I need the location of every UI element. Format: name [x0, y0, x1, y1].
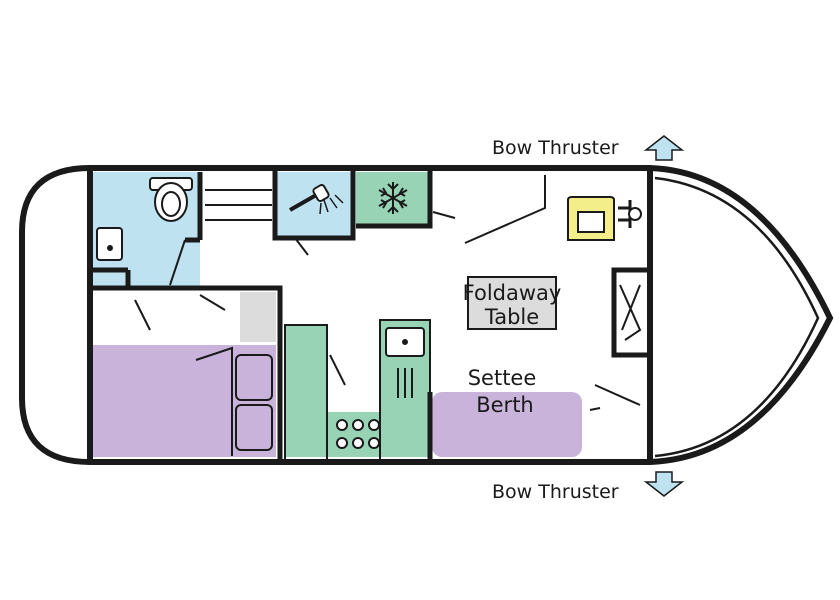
bow-locker-wall: [611, 267, 650, 358]
saloon-door-top: [464, 175, 546, 244]
freezer-walls: [356, 168, 433, 229]
colored-zones: [92, 172, 582, 457]
bow-door: [594, 384, 641, 406]
bow-thruster-label-bottom: Bow Thruster: [492, 481, 619, 503]
galley-left-outline: [284, 324, 328, 462]
settee-label-line2: Berth: [476, 393, 534, 417]
galley-cooker: [328, 412, 380, 457]
cabin-wall: [92, 285, 283, 462]
galley-sink-outline: [379, 319, 431, 462]
cabin-door: [134, 299, 151, 331]
galley-sink-icon: [385, 327, 425, 398]
shower-room: [275, 172, 353, 236]
helm-chair-icon: [567, 196, 642, 241]
snowflake-icon: [378, 182, 408, 214]
berth-cushions: [235, 354, 273, 451]
shower-door: [294, 237, 309, 256]
steps: [205, 189, 272, 221]
foldaway-table: [467, 276, 557, 330]
galley-left-counter: [285, 325, 327, 457]
arrow-down-icon: [643, 471, 685, 497]
wash-basin-icon: [96, 227, 123, 261]
toilet-door: [169, 239, 186, 286]
cabin-berth-fold: [195, 346, 233, 456]
settee-berth: [432, 392, 582, 457]
shower-icon: [289, 184, 344, 215]
settee-label-line1: Settee: [468, 366, 537, 390]
hull: [19, 165, 834, 465]
locker-doors: [619, 284, 642, 341]
table-label-line2: Table: [484, 305, 539, 329]
bow-deck-inner: [654, 176, 820, 458]
arrow-up-icon: [643, 135, 685, 161]
bow-door-2: [589, 407, 601, 411]
table-label-line1: Foldaway: [463, 281, 562, 305]
bow-thruster-label-top: Bow Thruster: [492, 137, 619, 159]
door-swings: [134, 175, 642, 456]
interior-walls: [92, 168, 650, 462]
galley-door: [329, 354, 346, 386]
cooker-icon: [336, 419, 380, 449]
berth-shelf: [240, 292, 276, 342]
hull-outer: [19, 165, 834, 465]
shower-walls: [272, 168, 356, 241]
freezer-door: [432, 211, 456, 219]
toilet-icon: [149, 177, 193, 222]
cabin-door-2: [199, 294, 226, 311]
